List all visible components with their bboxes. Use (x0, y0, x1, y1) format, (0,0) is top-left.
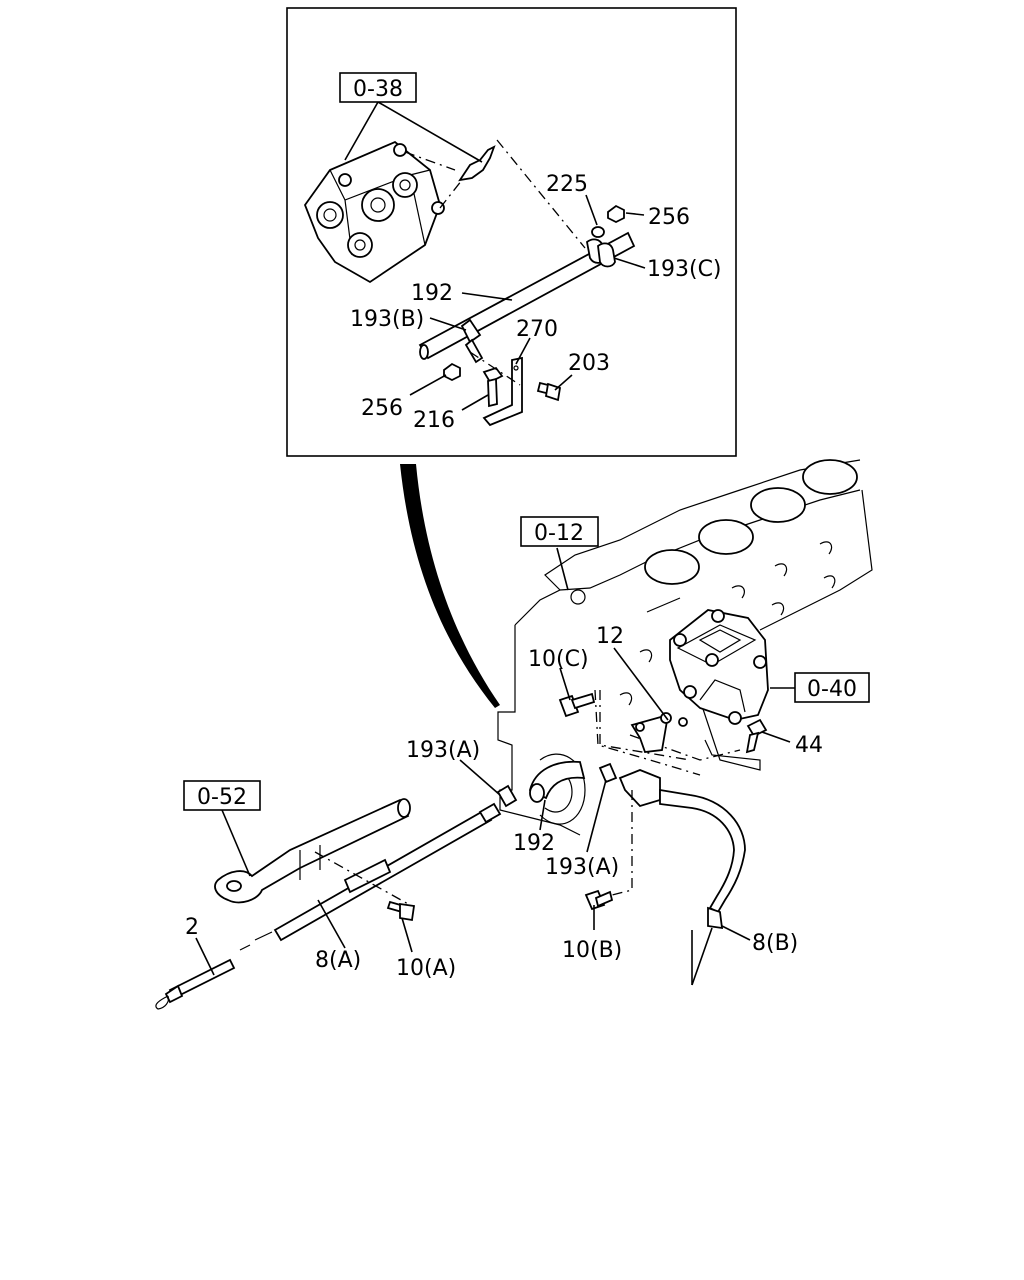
bolt-216 (482, 366, 504, 408)
part-label-203: 203 (568, 351, 610, 376)
part-label-192-main: 192 (513, 831, 555, 856)
washer-225 (591, 226, 605, 238)
part-label-12: 12 (596, 624, 624, 649)
guide-line (314, 851, 411, 906)
part-label-256-lower: 256 (361, 396, 403, 421)
ref-label-0-40: 0-40 (807, 677, 857, 702)
pipe-192-detail (418, 231, 636, 364)
detail-connector (400, 464, 500, 708)
part-label-8a: 8(A) (315, 948, 361, 973)
part-label-225: 225 (546, 172, 588, 197)
tube-0-52-drawing (214, 798, 411, 904)
part-label-193c: 193(C) (647, 257, 722, 282)
part-label-8b: 8(B) (752, 931, 798, 956)
ref-box-0-12 (520, 516, 599, 547)
ref-label-0-38: 0-38 (353, 77, 403, 102)
part-label-193a-lower: 193(A) (545, 855, 619, 880)
ref-box-0-40 (794, 672, 870, 703)
hose-192-main (528, 760, 586, 803)
part-label-192: 192 (411, 281, 453, 306)
part-label-2: 2 (185, 915, 199, 940)
part-label-270: 270 (516, 317, 558, 342)
part-label-216: 216 (413, 408, 455, 433)
ref-label-0-52: 0-52 (197, 785, 247, 810)
bracket-270-detail (482, 356, 523, 427)
ref-label-0-12: 0-12 (534, 521, 584, 546)
level-gauge-2 (155, 958, 236, 1010)
part-label-193a-upper: 193(A) (406, 738, 480, 763)
guide-tube-8b (618, 769, 746, 930)
ref-box-0-52 (183, 780, 261, 811)
bolt-10a (386, 900, 416, 922)
part-label-10b: 10(B) (562, 938, 622, 963)
detail-inset: 0-38 225 256 193(C) 192 193(B) 270 203 2… (286, 7, 737, 457)
bolt-44 (745, 718, 768, 754)
bolt-10c (558, 692, 596, 718)
engine-block-drawing (497, 459, 873, 836)
nut-256-top (607, 204, 625, 224)
guide-line (611, 790, 633, 896)
part-label-10c: 10(C) (528, 647, 589, 672)
leader-lines (195, 547, 795, 986)
part-label-193b: 193(B) (350, 307, 424, 332)
part-label-256: 256 (648, 205, 690, 230)
part-label-10a: 10(A) (396, 956, 456, 981)
ref-box-0-38 (339, 72, 417, 103)
dipstick-guide-8a (239, 802, 502, 951)
bracket-12 (630, 712, 688, 753)
clamp-193a-right (598, 762, 618, 784)
pump-head-drawing (303, 140, 496, 284)
bolt-10b (584, 889, 614, 911)
guide-line (599, 690, 691, 761)
part-label-44: 44 (795, 733, 823, 758)
clamp-193a-left (496, 784, 518, 808)
housing-0-40-drawing (669, 609, 769, 725)
